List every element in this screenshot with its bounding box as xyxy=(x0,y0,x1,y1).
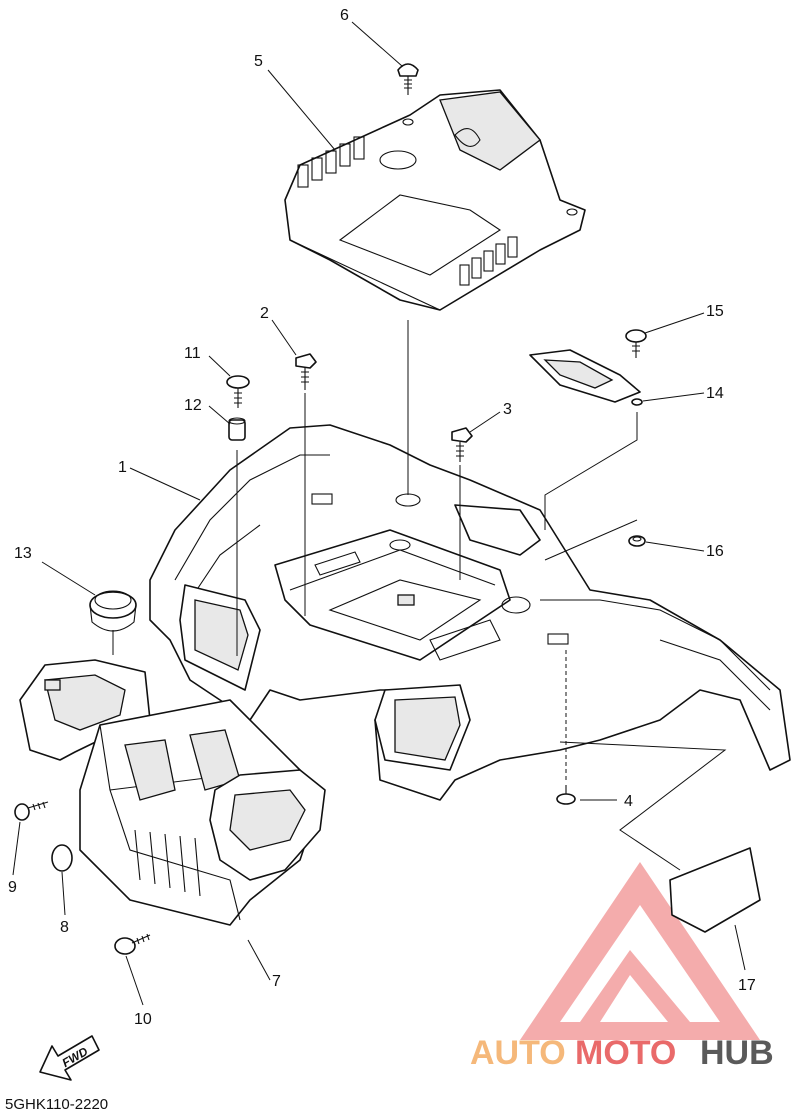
watermark-triangle-icon xyxy=(520,862,760,1040)
part-14-bracket xyxy=(529,349,641,403)
callout-6: 6 xyxy=(340,7,349,24)
bolt-10 xyxy=(114,933,151,955)
watermark-logo: AUTO MOTO HUB xyxy=(470,862,774,1072)
callout-labels: 1 2 3 4 5 6 7 8 9 10 11 12 13 14 15 16 1… xyxy=(8,7,756,1028)
watermark-word-auto: AUTO xyxy=(470,1034,566,1072)
bolt-9 xyxy=(14,801,49,821)
callout-12: 12 xyxy=(184,397,202,414)
callout-15: 15 xyxy=(706,303,724,320)
callout-14: 14 xyxy=(706,385,724,402)
fwd-arrow-icon: FWD xyxy=(39,1035,100,1081)
bolt-4 xyxy=(556,785,576,805)
callout-leaders xyxy=(12,21,746,1006)
cap-8 xyxy=(51,844,73,872)
collar-12 xyxy=(228,417,246,441)
callout-8: 8 xyxy=(60,919,69,936)
callout-10: 10 xyxy=(134,1011,152,1028)
callout-5: 5 xyxy=(254,53,263,70)
callout-3: 3 xyxy=(503,401,512,418)
callout-13: 13 xyxy=(14,545,32,562)
nut-14 xyxy=(631,398,643,406)
callout-4: 4 xyxy=(624,793,633,810)
bolt-2 xyxy=(295,353,317,390)
part-5-top-cover xyxy=(284,89,586,311)
part-7-air-box xyxy=(19,659,326,926)
callout-11: 11 xyxy=(184,345,201,362)
diagram-code: 5GHK110-2220 xyxy=(5,1096,108,1113)
callout-9: 9 xyxy=(8,879,17,896)
bolt-6 xyxy=(397,63,419,95)
watermark-word-hub: HUB xyxy=(700,1034,774,1072)
callout-1: 1 xyxy=(118,459,127,476)
watermark-word-moto: MOTO xyxy=(575,1034,676,1072)
bolt-11 xyxy=(226,375,250,408)
grommet-16 xyxy=(628,535,646,547)
callout-7: 7 xyxy=(272,973,281,990)
part-1-rear-fender xyxy=(149,424,791,801)
part-17-plate xyxy=(669,847,761,933)
assembly-lines xyxy=(112,320,727,871)
part-13-ring xyxy=(89,590,137,632)
callout-17: 17 xyxy=(738,977,756,994)
callout-16: 16 xyxy=(706,543,724,560)
bolt-15 xyxy=(625,329,647,358)
callout-2: 2 xyxy=(260,305,269,322)
bolt-3 xyxy=(451,427,473,462)
